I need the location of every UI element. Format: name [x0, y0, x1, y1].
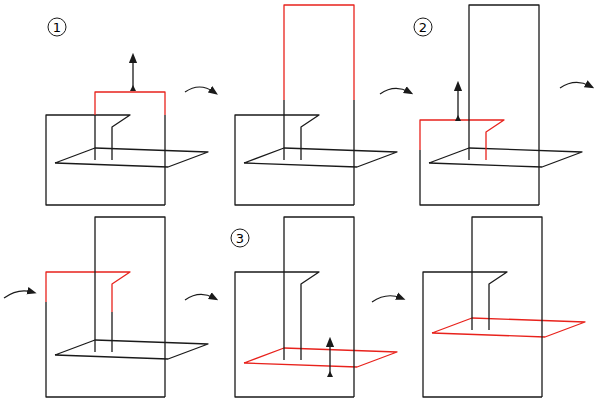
strip-leg — [468, 115, 469, 160]
step-arrow — [560, 82, 590, 88]
horizontal-plane — [55, 340, 208, 359]
step-arrow — [185, 294, 214, 300]
strip-arch — [95, 217, 165, 307]
step-arrow — [380, 88, 409, 94]
strip-leg — [94, 115, 95, 160]
vertical-sheet — [423, 302, 542, 397]
sheet-step — [111, 155, 112, 160]
callout-circle — [231, 229, 249, 247]
sheet-step — [300, 312, 301, 360]
surface-panel — [46, 58, 208, 205]
sheet-step — [423, 272, 507, 312]
sheet-step — [235, 115, 319, 155]
strip-leg — [471, 307, 472, 330]
vertical-sheet — [46, 302, 165, 397]
sheet-step — [46, 115, 130, 155]
sheet-step — [46, 272, 130, 312]
callout-circle — [48, 18, 66, 36]
move-arrow — [329, 342, 330, 374]
horizontal-plane — [244, 148, 397, 167]
callout-number: 2 — [413, 21, 433, 34]
surface-panel — [420, 5, 582, 205]
step-arrow — [185, 87, 214, 92]
vertical-sheet — [420, 150, 539, 205]
sheet-step — [420, 120, 504, 160]
strip-leg — [164, 307, 165, 397]
vertical-sheet — [235, 302, 354, 397]
arrow-tail — [327, 371, 333, 377]
horizontal-plane — [432, 318, 585, 337]
horizontal-plane — [429, 148, 582, 167]
move-arrow — [457, 86, 458, 118]
strip-arch — [284, 217, 354, 307]
vertical-sheet — [235, 145, 354, 205]
horizontal-plane — [55, 148, 208, 167]
sheet-step — [235, 272, 319, 312]
step-arrow — [4, 291, 32, 298]
strip-arch — [95, 92, 165, 115]
sheet-step — [488, 312, 489, 330]
arrow-tail — [130, 85, 136, 91]
callout-number: 1 — [47, 21, 67, 34]
sheet-step — [111, 312, 112, 352]
strip-arch — [472, 217, 542, 307]
strip-leg — [353, 307, 354, 397]
callout-circle — [414, 18, 432, 36]
surface-panel — [423, 217, 585, 397]
strip-leg — [94, 307, 95, 352]
strip-leg — [164, 115, 165, 205]
strip-leg — [538, 115, 539, 205]
strip-leg — [541, 307, 542, 397]
vertical-sheet — [46, 145, 165, 205]
strip-arch — [284, 5, 354, 100]
surface-panel — [235, 5, 397, 205]
callout-number: 3 — [230, 232, 250, 245]
surface-panel — [235, 217, 397, 397]
sheet-step — [300, 155, 301, 160]
strip-arch — [469, 5, 539, 115]
strip-leg — [353, 100, 354, 205]
move-arrow — [132, 58, 133, 88]
strip-leg — [283, 100, 284, 160]
arrow-tail — [455, 115, 461, 121]
horizontal-plane — [244, 348, 397, 367]
step-arrow — [372, 296, 401, 302]
surface-panel — [46, 217, 208, 397]
strip-leg — [283, 307, 284, 360]
